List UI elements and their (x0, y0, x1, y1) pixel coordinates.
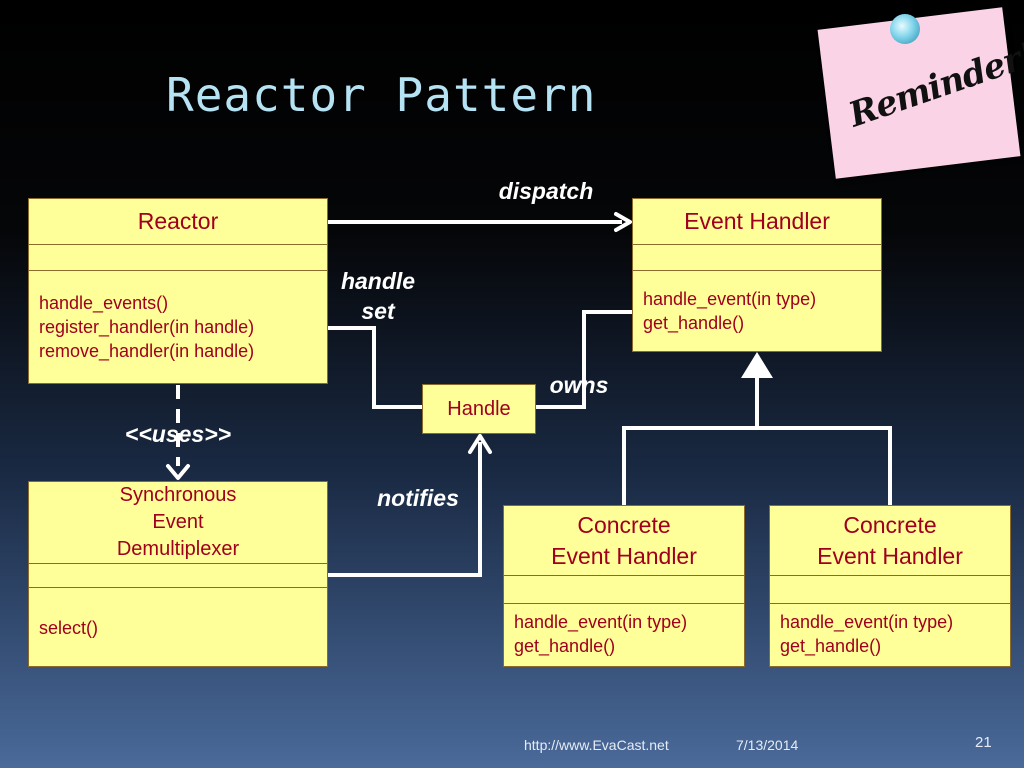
uses-label: <<uses>> (124, 421, 232, 447)
event-handler-class-name: Event Handler (633, 199, 881, 245)
operation: handle_events() (39, 293, 169, 313)
demultiplexer-attributes (29, 564, 327, 588)
operation: register_handler(in handle) (39, 317, 255, 337)
uses-arrowhead (166, 464, 190, 480)
event-handler-class: Event Handler handle_event(in type) get_… (632, 198, 882, 352)
event-handler-operations: handle_event(in type) get_handle() (633, 271, 881, 337)
reactor-class-name: Reactor (29, 199, 327, 245)
concrete-event-handler-operations: handle_event(in type) get_handle() (770, 604, 1010, 660)
concrete-event-handler-attributes (770, 576, 1010, 604)
reactor-attributes (29, 245, 327, 271)
demultiplexer-operations: select() (29, 588, 327, 642)
slide-number: 21 (975, 734, 992, 751)
notifies-arrowhead (468, 434, 492, 454)
concrete-event-handler-operations: handle_event(in type) get_handle() (504, 604, 744, 660)
inheritance-triangle (741, 352, 773, 378)
demultiplexer-class-name: Synchronous Event Demultiplexer (29, 482, 327, 564)
notifies-line (328, 442, 482, 577)
slide-title: Reactor Pattern (166, 68, 597, 122)
operation: handle_event(in type) (643, 289, 817, 309)
operation: select() (39, 618, 99, 638)
handle-set-label-line2: set (361, 298, 395, 324)
operation: get_handle() (514, 636, 616, 656)
concrete-event-handler-class: Concrete Event Handler handle_event(in t… (503, 505, 745, 667)
handle-set-line (328, 326, 422, 409)
pushpin-icon (890, 14, 920, 44)
handle-set-label-line1: handle (340, 268, 416, 294)
handle-class-name: Handle (447, 397, 511, 420)
reactor-class: Reactor handle_events() register_handler… (28, 198, 328, 384)
demultiplexer-class: Synchronous Event Demultiplexer select() (28, 481, 328, 667)
concrete-event-handler-name: Concrete Event Handler (504, 506, 744, 576)
inheritance-branches (622, 426, 892, 505)
footer-date: 7/13/2014 (736, 737, 799, 753)
concrete-event-handler-name: Concrete Event Handler (770, 506, 1010, 576)
operation: get_handle() (643, 313, 745, 333)
concrete-event-handler-attributes (504, 576, 744, 604)
operation: get_handle() (780, 636, 882, 656)
reactor-operations: handle_events() register_handler(in hand… (29, 271, 327, 365)
event-handler-attributes (633, 245, 881, 271)
handle-class: Handle (422, 384, 536, 434)
notifies-label: notifies (377, 485, 459, 511)
dispatch-arrowhead (614, 212, 632, 232)
owns-label: owns (549, 372, 609, 398)
dispatch-label: dispatch (498, 178, 594, 204)
footer-url: http://www.EvaCast.net (524, 737, 669, 753)
concrete-event-handler-class: Concrete Event Handler handle_event(in t… (769, 505, 1011, 667)
operation: handle_event(in type) (780, 612, 954, 632)
owns-line (536, 310, 632, 409)
operation: remove_handler(in handle) (39, 341, 255, 361)
operation: handle_event(in type) (514, 612, 688, 632)
